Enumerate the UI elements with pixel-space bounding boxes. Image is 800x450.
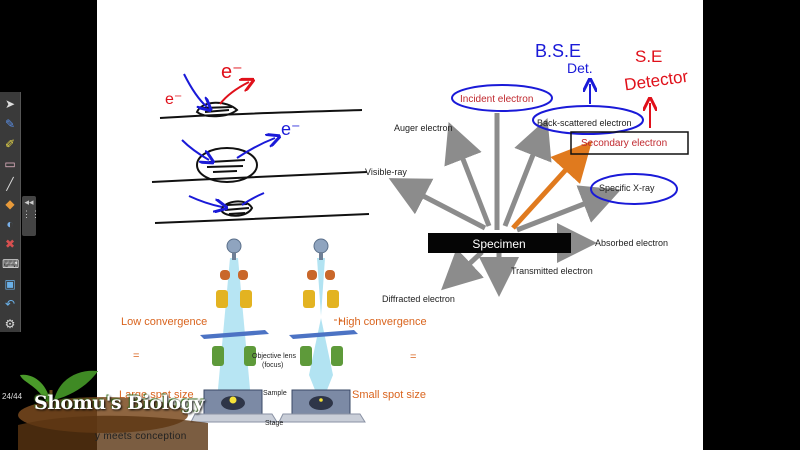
secondary-electron-label: Secondary electron: [581, 138, 667, 149]
incident-circle: [451, 84, 553, 112]
secondary-electron-arrow: [511, 140, 593, 230]
diffracted-electron-arrow: [441, 248, 484, 291]
sketch-surface-1: e⁻ e⁻: [159, 61, 363, 119]
transmitted-electron-label: Transmitted electron: [511, 266, 593, 276]
specimen-interaction-diagram: Specimen Incident electron Auger electro…: [365, 41, 690, 304]
high-convergence-label: High convergence: [338, 316, 427, 328]
electron-label-incoming: e⁻: [165, 91, 182, 108]
capture-icon[interactable]: ▣: [4, 277, 16, 291]
objective-lens-label: Objective lens: [252, 353, 296, 360]
objective-lens-focus-label: (focus): [262, 362, 283, 369]
bse-label-line1: B.S.E: [535, 41, 581, 61]
toolbar-collapse-button[interactable]: ◂◂⋮⋮: [22, 196, 40, 236]
sketch-surface-2: e⁻: [151, 119, 368, 183]
cursor-arrow-icon[interactable]: ➤: [4, 97, 16, 111]
backscattered-electron-label: Back-scattered electron: [537, 118, 632, 128]
whiteboard-canvas[interactable]: e⁻ e⁻ e⁻: [97, 0, 703, 450]
whiteboard-drawing: e⁻ e⁻ e⁻: [119, 41, 690, 427]
column-low-convergence: [190, 238, 278, 423]
absorbed-electron-label: Absorbed electron: [595, 238, 668, 248]
logo-tagline: y meets conception: [95, 431, 187, 442]
diffracted-electron-label: Diffracted electron: [382, 294, 455, 304]
backscattered-circle: [532, 105, 644, 135]
line-icon[interactable]: ╱: [6, 177, 14, 191]
pen-icon[interactable]: ✎: [4, 117, 16, 131]
column-high-convergence: [278, 238, 366, 423]
settings-icon[interactable]: ⚙: [4, 317, 16, 331]
specimen-label: Specimen: [472, 237, 525, 251]
equals-right: =: [410, 351, 416, 363]
leaf-icon-2: [54, 370, 98, 400]
eraser-icon[interactable]: ▭: [4, 157, 16, 171]
se-label-line1: S.E: [635, 47, 662, 66]
backscattered-electron-arrow: [502, 118, 552, 227]
secondary-box: [570, 131, 689, 155]
stage-label: Stage: [265, 420, 283, 427]
page-counter: 24/44: [2, 392, 23, 401]
xray-arrow: [516, 185, 621, 233]
xray-circle: [590, 173, 678, 205]
electron-column-comparison: Low convergence High convergence = = Obj…: [119, 238, 427, 427]
bse-label-line2: Det.: [567, 60, 593, 76]
undo-icon[interactable]: ↶: [4, 297, 16, 311]
large-spot-label: Large spot size: [119, 389, 194, 401]
se-label-line2: Detector: [623, 67, 690, 95]
leaf-icon: [20, 374, 50, 405]
shapes-icon[interactable]: ◆: [5, 197, 15, 211]
electron-label-outgoing: e⁻: [221, 61, 243, 83]
delete-icon[interactable]: ✖: [4, 237, 16, 251]
equals-left: =: [133, 350, 139, 362]
visible-ray-arrow: [388, 178, 487, 231]
xray-label: Specific X-ray: [599, 183, 655, 193]
visible-ray-label: Visible-ray: [365, 167, 407, 177]
auger-electron-label: Auger electron: [394, 123, 453, 133]
sample-label: Sample: [263, 390, 287, 397]
keyboard-icon[interactable]: ⌨: [2, 257, 20, 271]
electron-label-secondary: e⁻: [281, 119, 301, 139]
sketch-surface-3: [154, 192, 370, 224]
fill-icon[interactable]: ◐: [6, 217, 14, 231]
small-spot-label: Small spot size: [352, 389, 426, 401]
incident-electron-label: Incident electron: [460, 94, 533, 105]
drawing-toolbar: ➤ ✎ ✐ ▭ ╱ ◆ ◐ ✖ ⌨ ▣ ↶ ⚙: [0, 92, 21, 332]
specimen-bar: [428, 233, 571, 253]
auger-electron-arrow: [444, 122, 492, 227]
low-convergence-label: Low convergence: [121, 316, 207, 328]
highlighter-icon[interactable]: ✐: [4, 137, 16, 151]
logo-name: Shomu's Biology: [34, 392, 204, 414]
channel-logo: [18, 370, 208, 450]
